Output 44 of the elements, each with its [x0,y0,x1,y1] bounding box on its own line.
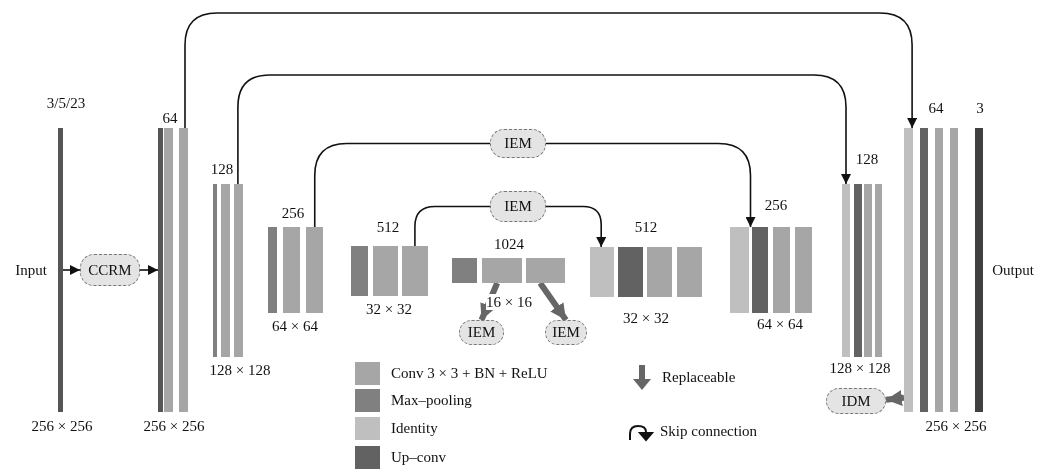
channel-count: 3 [976,100,984,116]
module-pill: IEM [545,320,587,345]
skip-connection-arrow [184,12,918,129]
size-label: 16 × 16 [486,294,532,310]
skip-connection-arrow [237,74,851,185]
channel-count: 64 [162,110,178,126]
size-label: Output [992,262,1034,278]
channel-count: 256 [764,197,788,213]
channel-count: 3/5/23 [46,95,86,111]
skip-connection-arrow [545,205,607,248]
channel-count: 1024 [494,236,524,252]
replaceable-arrow [478,281,500,322]
module-pill: IEM [459,320,504,345]
size-label: 256 × 256 [31,418,93,434]
size-label: 64 × 64 [757,316,803,332]
arrow [139,265,159,275]
module-pill: IEM [490,191,546,222]
channel-count: 128 [855,151,879,167]
legend-label: Max–pooling [391,392,472,409]
channel-count: 128 [210,161,234,177]
size-label: 32 × 32 [623,310,669,326]
channel-count: 64 [928,100,944,116]
channel-count: 512 [634,219,658,235]
module-pill: IDM [826,388,886,414]
module-pill: CCRM [80,254,140,286]
legend-label: Conv 3 × 3 + BN + ReLU [391,365,548,382]
replaceable-arrow [537,281,569,322]
module-pill: IEM [490,129,546,158]
size-label: 256 × 256 [925,418,987,434]
legend-label: Skip connection [660,423,758,440]
arrow [62,265,81,275]
size-label: 64 × 64 [272,318,318,334]
legend-label: Identity [391,420,438,437]
skip-connection-arrow [545,142,756,228]
size-label: 256 × 256 [143,418,205,434]
channel-count: 512 [376,219,400,235]
channel-count: 256 [281,205,305,221]
replaceable-arrow [885,390,905,406]
size-label: Input [15,262,47,278]
size-label: 128 × 128 [829,360,891,376]
size-label: 128 × 128 [209,362,271,378]
legend-label: Replaceable [662,369,736,386]
size-label: 32 × 32 [366,301,412,317]
legend-label: Up–conv [391,449,446,466]
